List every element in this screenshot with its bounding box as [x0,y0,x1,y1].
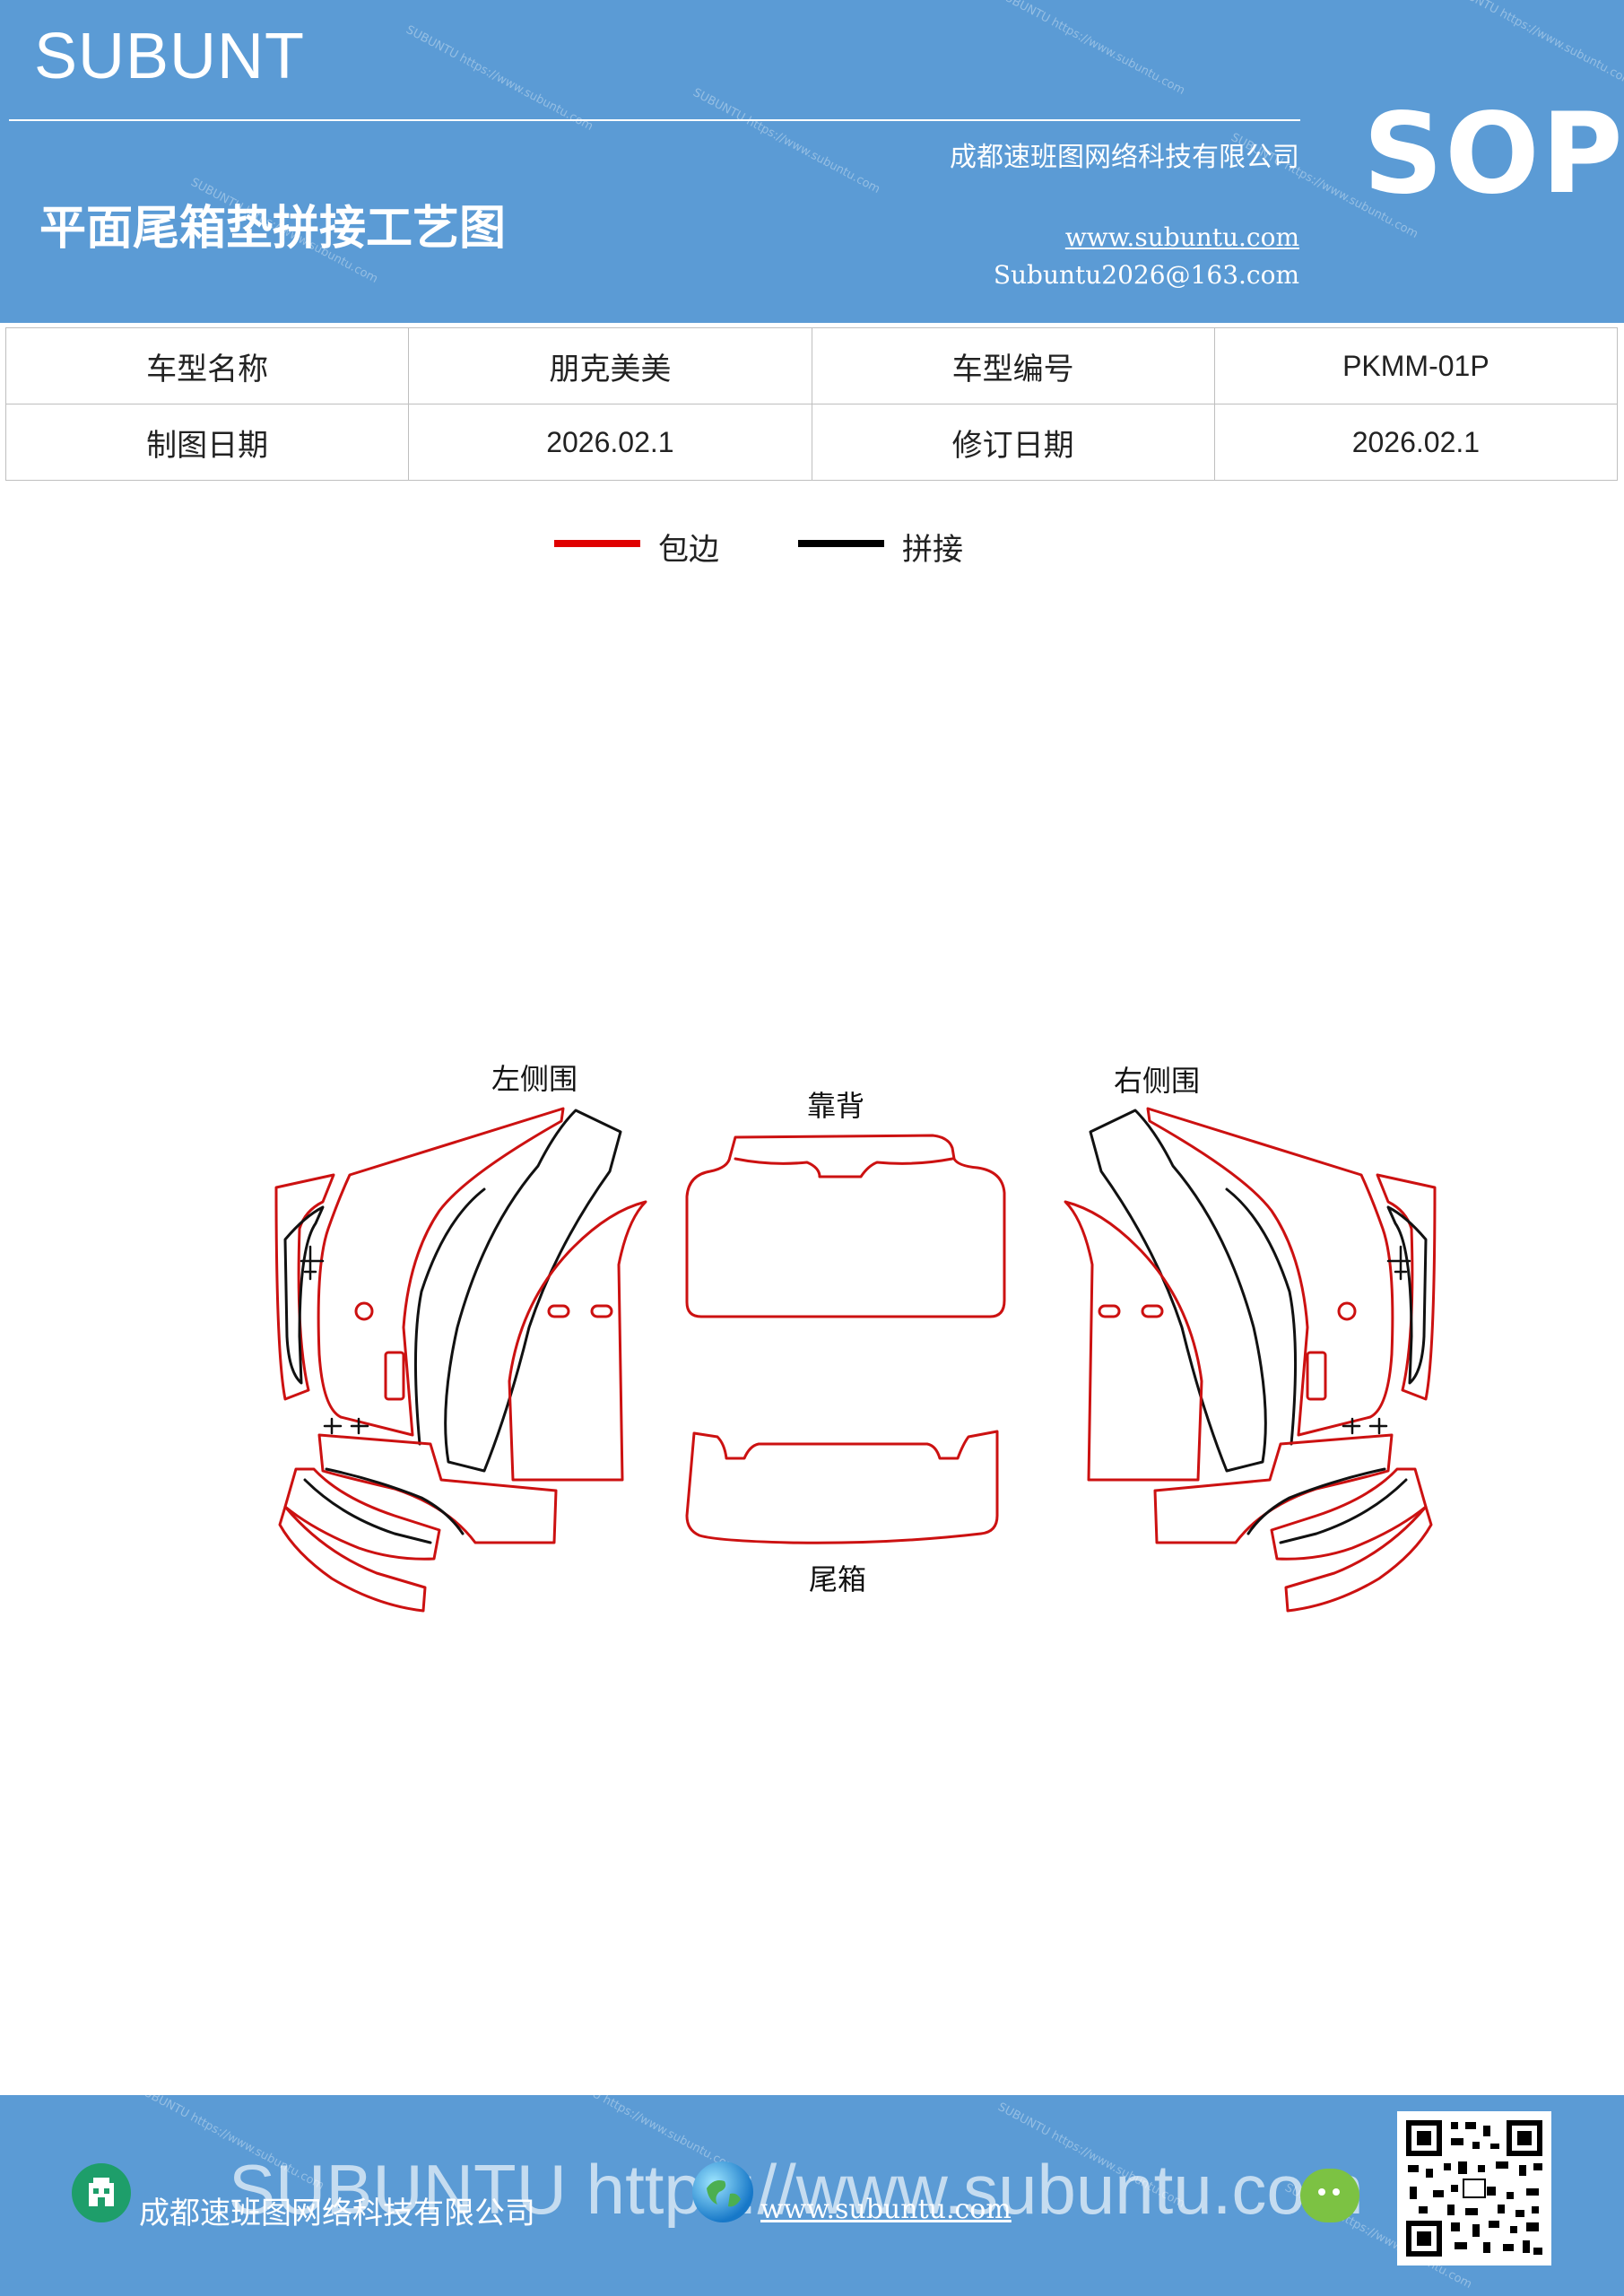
footer-company: 成都速班图网络科技有限公司 [139,2196,535,2231]
label-cell: 制图日期 [4,404,410,481]
watermark-text: SUBUNTU https://www.subuntu.com [1444,0,1624,90]
brand-logo: SUBUNT [34,21,306,92]
label-backrest: 靠背 [807,1089,865,1123]
left-side-panels [274,1107,647,1613]
company-name: 成都速班图网络科技有限公司 [950,142,1299,173]
legend-label: 包边 [658,532,719,568]
label-cell: 车型名称 [4,327,410,404]
value-cell: 朋克美美 [408,327,812,404]
backrest-outline [685,1134,1006,1318]
watermark-text: SUBUNTU https://www.subuntu.com [404,22,595,135]
email-address: Subuntu2026@163.com [993,260,1299,290]
value-cell: 2026.02.1 [1213,404,1619,481]
page-footer: SUBUNTU https://www.subuntu.com SUBUNTU … [0,2095,1624,2296]
building-icon [72,2163,131,2222]
legend-swatch [554,540,640,547]
globe-icon [692,2161,753,2222]
table-row: 制图日期 2026.02.1 修订日期 2026.02.1 [4,404,1619,481]
label-left-side: 左侧围 [491,1062,578,1096]
qr-code-icon [1397,2111,1551,2266]
legend-label: 拼接 [902,532,963,568]
page-header: SUBUNTU https://www.subuntu.com SUBUNTU … [0,0,1624,323]
legend: 包边 拼接 [554,525,1092,570]
vehicle-info-table: 车型名称 朋克美美 车型编号 PKMM-01P 制图日期 2026.02.1 修… [4,327,1619,481]
website-link[interactable]: www.subuntu.com [1064,222,1299,252]
label-cell: 修订日期 [811,404,1215,481]
watermark-text: SUBUNTU https://www.subuntu.com [690,85,882,197]
label-trunk: 尾箱 [809,1562,867,1596]
watermark-text: SUBUNTU https://www.subuntu.com [995,0,1187,99]
page-title: 平面尾箱垫拼接工艺图 [39,202,507,256]
value-cell: PKMM-01P [1213,327,1619,404]
right-side-panels [1064,1107,1437,1613]
value-cell: 2026.02.1 [408,404,812,481]
wechat-icon [1300,2169,1359,2222]
label-right-side: 右侧围 [1114,1064,1201,1098]
mat-diagram: 左侧围 靠背 右侧围 尾箱 [0,1031,1624,1641]
label-cell: 车型编号 [811,327,1215,404]
backrest-seam [734,1157,954,1178]
footer-watermark: SUBUNTU https://www.subuntu.com [229,2150,1364,2229]
diagram-svg [274,1107,1437,1613]
footer-website-link[interactable]: www.subuntu.com [760,2194,1012,2225]
header-divider [9,119,1300,121]
trunk-outline [685,1430,999,1544]
legend-swatch [798,540,884,547]
sop-badge: SOP [1363,90,1624,219]
table-row: 车型名称 朋克美美 车型编号 PKMM-01P [4,327,1619,404]
